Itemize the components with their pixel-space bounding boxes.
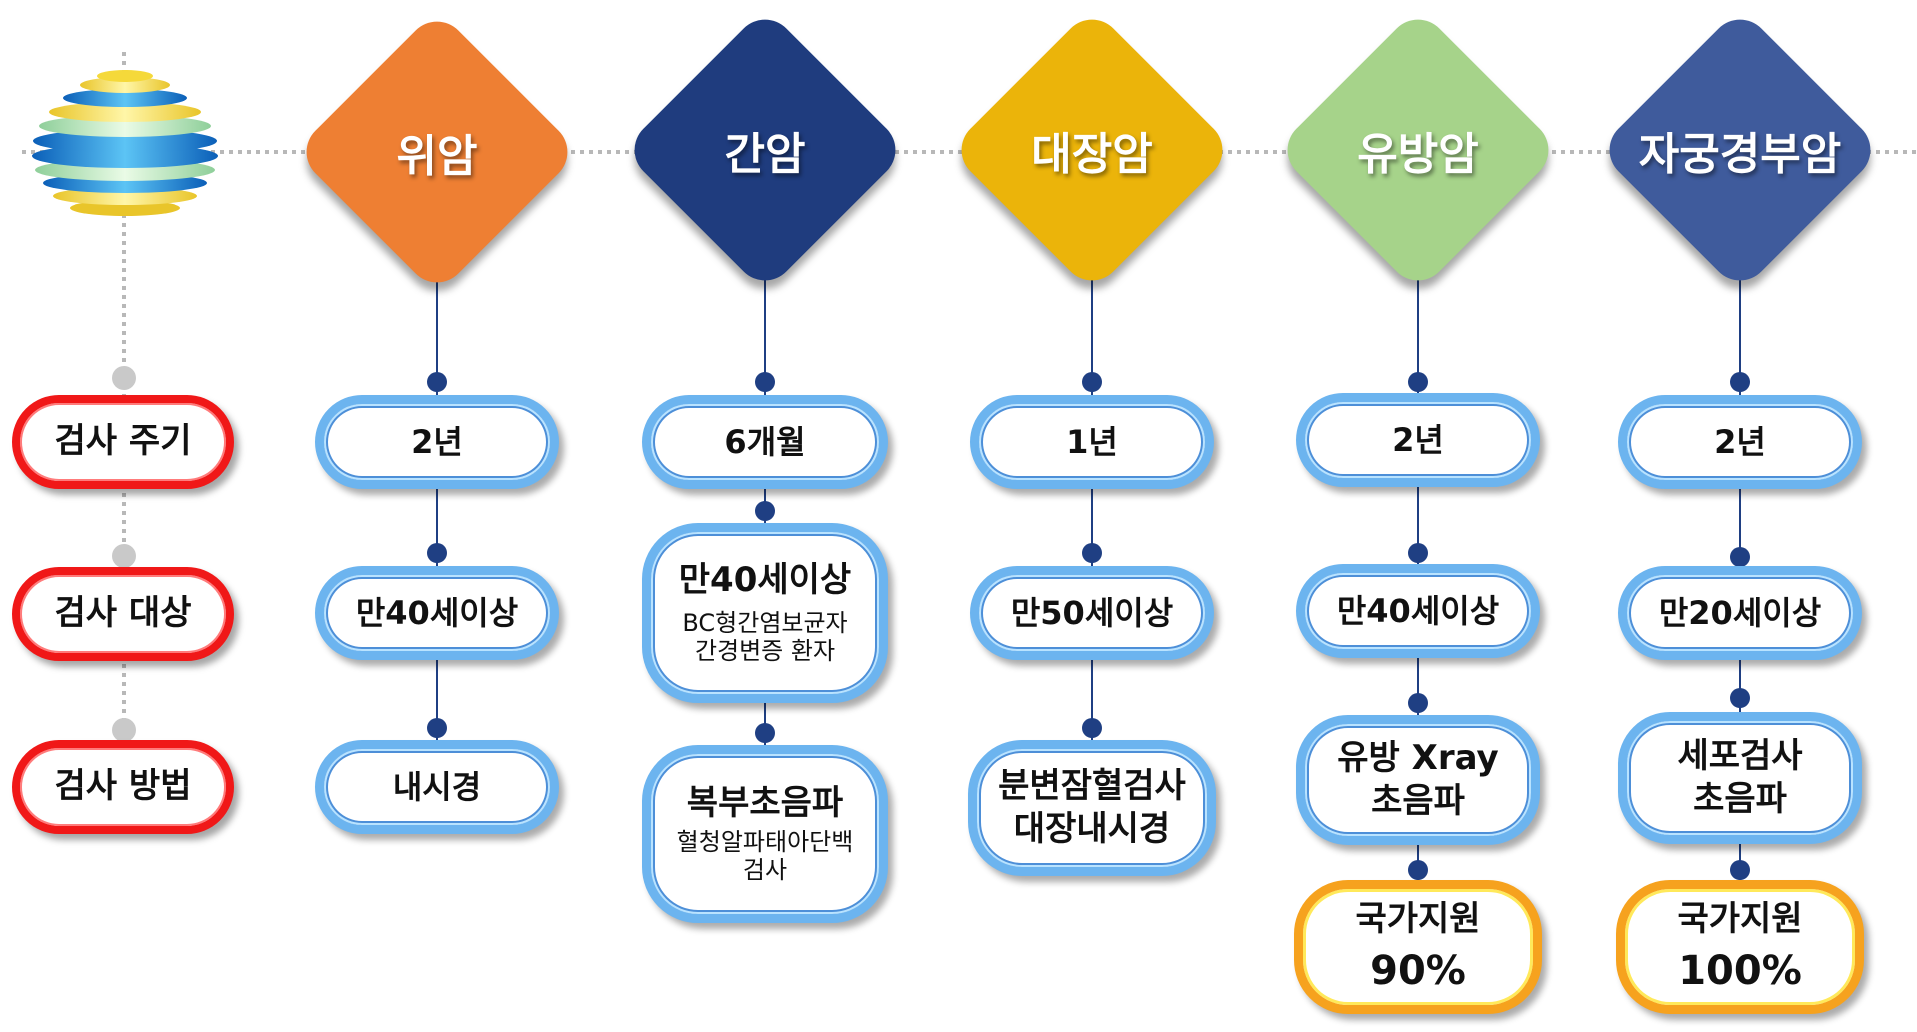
cervical-cycle-pill: 2년 (1618, 395, 1862, 489)
cancer-name: 간암 (724, 129, 806, 180)
colon-cycle-pill: 1년 (970, 395, 1214, 489)
stomach-target-pill: 만40세이상 (315, 566, 559, 660)
connector-dot (1082, 543, 1102, 563)
breast-support-pill: 국가지원 90% (1294, 880, 1542, 1014)
connector-dot (427, 718, 447, 738)
method-line: 초음파 (1693, 779, 1787, 819)
target-sub: 간경변증 환자 (694, 636, 836, 665)
stomach-cycle-pill: 2년 (315, 395, 559, 489)
connector-dot (1408, 372, 1428, 392)
method-main: 복부초음파 (686, 782, 844, 823)
diamond-stomach-cancer: 위암 (293, 8, 581, 296)
breast-cycle-pill: 2년 (1296, 393, 1540, 487)
globe-logo-icon (32, 70, 218, 216)
diamond-breast-cancer: 유방암 (1274, 6, 1562, 294)
row-dot-method (112, 718, 136, 742)
support-label: 국가지원 (1677, 899, 1803, 940)
connector-dot (1730, 688, 1750, 708)
cancer-name: 유방암 (1357, 129, 1479, 180)
support-percent: 90% (1370, 947, 1466, 994)
support-percent: 100% (1678, 947, 1802, 994)
liver-target-pill: 만40세이상 BC형간염보균자 간경변증 환자 (642, 523, 888, 703)
connector-dot (755, 372, 775, 392)
method-line: 대장내시경 (1013, 809, 1171, 849)
diamond-cervical-cancer: 자궁경부암 (1596, 6, 1884, 294)
connector-dot (1730, 547, 1750, 567)
row-label-method: 검사 방법 (12, 740, 234, 834)
method-line: 유방 Xray (1337, 737, 1499, 778)
row-label-target: 검사 대상 (12, 567, 234, 661)
liver-cycle-pill: 6개월 (642, 395, 888, 489)
connector-dot (1408, 693, 1428, 713)
stomach-method-pill: 내시경 (315, 740, 559, 834)
row-dot-cycle (112, 366, 136, 390)
colon-method-pill: 분변잠혈검사 대장내시경 (968, 740, 1216, 876)
support-label: 국가지원 (1355, 899, 1481, 940)
row-label-cycle: 검사 주기 (12, 395, 234, 489)
breast-target-pill: 만40세이상 (1296, 564, 1540, 658)
connector-dot (427, 372, 447, 392)
row-dot-target (112, 544, 136, 568)
connector-dot (1082, 372, 1102, 392)
diamond-colon-cancer: 대장암 (948, 6, 1236, 294)
liver-method-pill: 복부초음파 혈청알파태아단백 검사 (642, 745, 888, 923)
cancer-name: 자궁경부암 (1638, 129, 1842, 180)
target-main: 만40세이상 (678, 559, 852, 600)
connector-dot (1082, 718, 1102, 738)
method-line: 분변잠혈검사 (998, 765, 1186, 806)
cervical-method-pill: 세포검사 초음파 (1618, 712, 1862, 844)
connector-dot (1730, 372, 1750, 392)
connector-dot (1730, 860, 1750, 880)
method-line: 초음파 (1371, 781, 1465, 821)
diamond-liver-cancer: 간암 (621, 6, 909, 294)
cancer-name: 대장암 (1031, 129, 1153, 180)
connector-dot (1408, 543, 1428, 563)
colon-target-pill: 만50세이상 (970, 566, 1214, 660)
connector-dot (755, 723, 775, 743)
target-sub: BC형간염보균자 (682, 608, 848, 637)
connector-dot (427, 543, 447, 563)
cervical-target-pill: 만20세이상 (1618, 566, 1862, 660)
connector-dot (1408, 860, 1428, 880)
method-sub: 검사 (742, 855, 788, 884)
connector-dot (755, 501, 775, 521)
method-line: 세포검사 (1677, 735, 1803, 776)
method-sub: 혈청알파태아단백 (676, 827, 854, 856)
cancer-name: 위암 (396, 131, 478, 182)
cervical-support-pill: 국가지원 100% (1616, 880, 1864, 1014)
breast-method-pill: 유방 Xray 초음파 (1296, 715, 1540, 845)
